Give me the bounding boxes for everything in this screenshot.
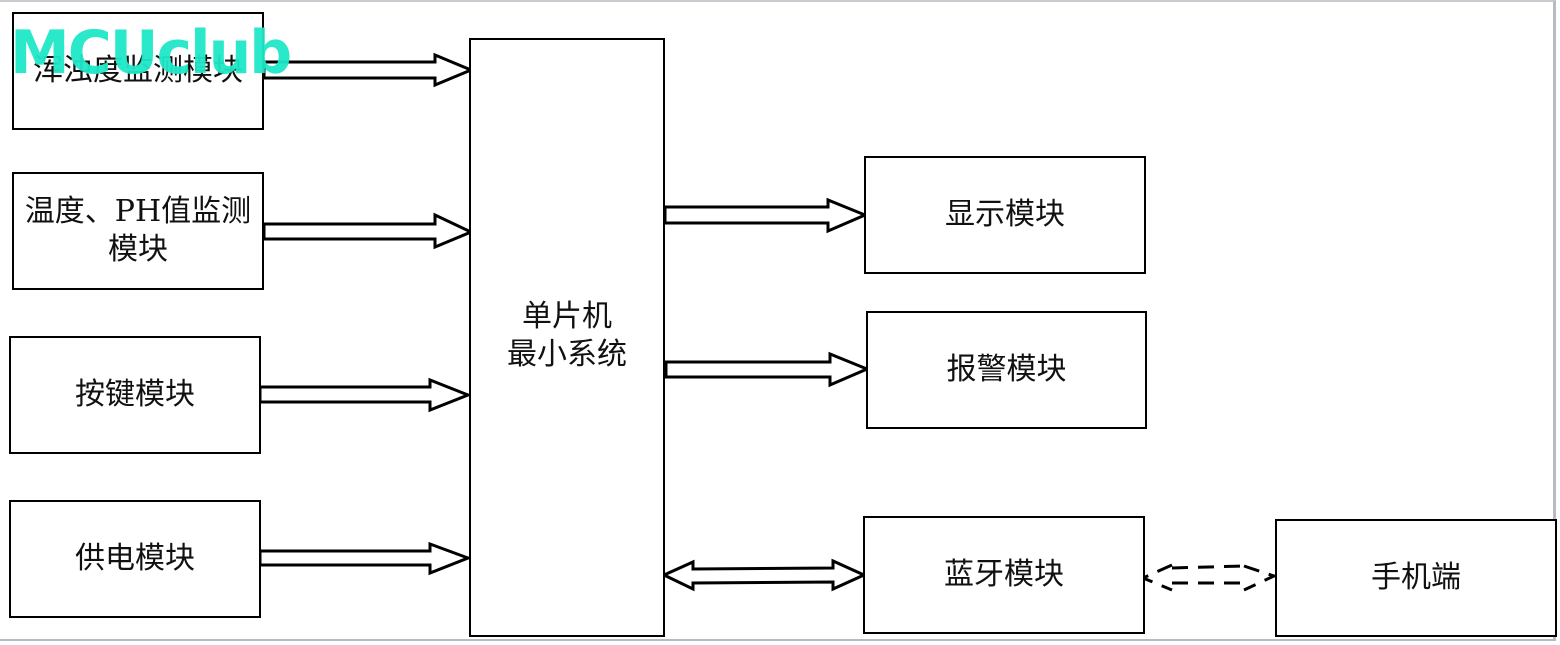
key-module: 按键模块 <box>9 336 261 454</box>
temperature-ph-monitor-module: 温度、PH值监测 模块 <box>12 172 264 290</box>
watermark-logo: MCUclub <box>10 18 292 88</box>
arrow-mcu-to-display <box>663 197 869 234</box>
arrow-temp-ph-to-mcu <box>262 212 475 250</box>
bluetooth-module: 蓝牙模块 <box>863 516 1145 634</box>
power-module-label: 供电模块 <box>75 541 195 576</box>
arrow-turbidity-to-mcu <box>262 52 475 88</box>
arrow-bluetooth-phone-dashed <box>1139 563 1279 592</box>
arrow-keys-to-mcu <box>258 377 473 413</box>
arrow-mcu-bluetooth-bidirectional <box>660 558 868 592</box>
phone-label: 手机端 <box>1371 560 1461 595</box>
alarm-module: 报警模块 <box>866 311 1147 429</box>
arrow-power-to-mcu <box>258 541 473 576</box>
key-module-label: 按键模块 <box>75 377 195 412</box>
mcu-label: 单片机 最小系统 <box>507 298 627 372</box>
display-module: 显示模块 <box>864 156 1146 274</box>
temp-ph-module-label: 温度、PH值监测 模块 <box>24 194 252 267</box>
alarm-module-label: 报警模块 <box>946 352 1067 387</box>
turbidity-module-label: 浑浊度监测模块 <box>33 53 243 88</box>
power-supply-module: 供电模块 <box>9 500 261 618</box>
bluetooth-module-label: 蓝牙模块 <box>944 557 1064 592</box>
arrow-mcu-to-alarm <box>664 351 871 388</box>
mcu-minimum-system: 单片机 最小系统 <box>469 38 665 637</box>
mobile-phone-terminal: 手机端 <box>1275 519 1557 637</box>
turbidity-monitor-module: 浑浊度监测模块 <box>12 12 264 130</box>
display-module-label: 显示模块 <box>945 197 1065 232</box>
